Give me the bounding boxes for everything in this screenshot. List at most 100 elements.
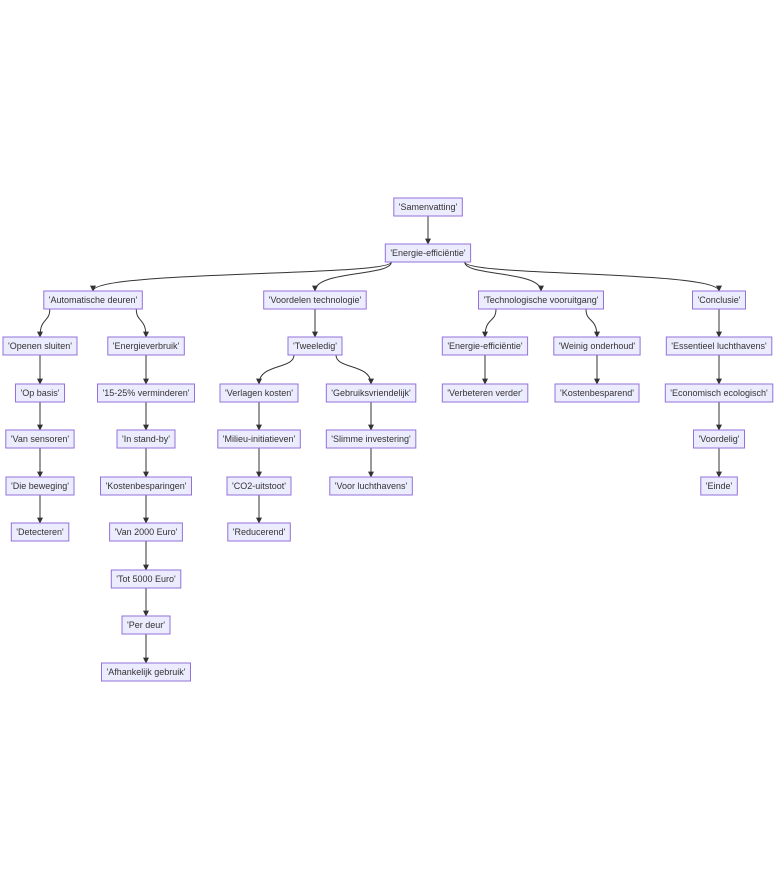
edge-energie-to-autodeuren <box>90 261 392 292</box>
edge-tweeledig-to-gebruiks <box>335 354 374 385</box>
node-van2000: 'Van 2000 Euro' <box>109 522 183 542</box>
edge-energie-to-techvoor <box>464 261 544 292</box>
node-label: 'Energieverbruik' <box>113 341 180 351</box>
node-box <box>325 429 417 449</box>
node-label: 'Milieu-initiatieven' <box>223 434 296 444</box>
node-label: 'Van 2000 Euro' <box>115 527 178 537</box>
node-milieu: 'Milieu-initiatieven' <box>217 429 301 449</box>
node-energieverbruik: 'Energieverbruik' <box>107 336 185 356</box>
node-label: 'Op basis' <box>21 388 60 398</box>
node-label: 'Reducerend' <box>233 527 286 537</box>
node-label: 'Verlagen kosten' <box>225 388 293 398</box>
node-beweging: 'Die beweging' <box>5 476 75 496</box>
node-box <box>2 336 78 356</box>
node-box <box>263 290 367 310</box>
node-label: 'Technologische vooruitgang' <box>483 295 598 305</box>
node-label: 'Samenvatting' <box>399 202 458 212</box>
node-box <box>329 476 413 496</box>
node-box <box>107 336 185 356</box>
node-box <box>226 476 292 496</box>
node-economisch: 'Economisch ecologisch' <box>664 383 774 403</box>
node-voordelig: 'Voordelig' <box>693 429 745 449</box>
node-sensoren: 'Van sensoren' <box>5 429 75 449</box>
node-box <box>5 429 75 449</box>
node-box <box>227 522 291 542</box>
node-verbeteren: 'Verbeteren verder' <box>441 383 529 403</box>
node-box <box>100 476 192 496</box>
node-label: 'Automatische deuren' <box>49 295 138 305</box>
node-box <box>393 197 463 217</box>
node-label: 'Afhankelijk gebruik' <box>107 667 186 677</box>
node-label: 'Die beweging' <box>11 481 69 491</box>
node-box <box>110 569 182 589</box>
node-box <box>287 336 343 356</box>
edges-layer <box>37 216 722 664</box>
node-label: 'Kostenbesparend' <box>560 388 634 398</box>
node-box <box>97 383 195 403</box>
node-conclusie: 'Conclusie' <box>692 290 746 310</box>
node-voordelen: 'Voordelen technologie' <box>263 290 367 310</box>
node-box <box>121 615 171 635</box>
node-box <box>441 336 529 356</box>
node-samenvatting: 'Samenvatting' <box>393 197 463 217</box>
node-box <box>478 290 604 310</box>
node-voorlucht: 'Voor luchthavens' <box>329 476 413 496</box>
node-verlagen: 'Verlagen kosten' <box>219 383 299 403</box>
node-label: 'Voordelen technologie' <box>269 295 362 305</box>
node-label: 'In stand-by' <box>122 434 170 444</box>
node-label: 'Voor luchthavens' <box>335 481 408 491</box>
node-energie: 'Energie-efficiëntie' <box>384 243 472 263</box>
edge-techvoor-to-energie2 <box>482 308 497 338</box>
node-label: 'Tot 5000 Euro' <box>116 574 176 584</box>
node-box <box>43 290 143 310</box>
node-box <box>665 336 773 356</box>
node-energie2: 'Energie-efficiëntie' <box>441 336 529 356</box>
node-label: 'Gebruiksvriendelijk' <box>331 388 411 398</box>
node-opbasis: 'Op basis' <box>15 383 65 403</box>
node-openen: 'Openen sluiten' <box>2 336 78 356</box>
node-label: 'Tweeledig' <box>293 341 337 351</box>
node-label: 'Conclusie' <box>698 295 741 305</box>
node-box <box>693 429 745 449</box>
node-box <box>10 522 70 542</box>
node-label: 'Verbeteren verder' <box>447 388 523 398</box>
node-box <box>5 476 75 496</box>
node-gebruiks: 'Gebruiksvriendelijk' <box>325 383 417 403</box>
node-label: 'Essentieel luchthavens' <box>671 341 767 351</box>
node-box <box>101 662 191 682</box>
node-perdeur: 'Per deur' <box>121 615 171 635</box>
node-detecteren: 'Detecteren' <box>10 522 70 542</box>
node-slimme: 'Slimme investering' <box>325 429 417 449</box>
node-label: 'Detecteren' <box>16 527 64 537</box>
node-afhankelijk: 'Afhankelijk gebruik' <box>101 662 191 682</box>
node-label: 'Kostenbesparingen' <box>106 481 187 491</box>
node-label: 'Openen sluiten' <box>8 341 72 351</box>
node-weinig: 'Weinig onderhoud' <box>553 336 641 356</box>
node-label: 'Voordelig' <box>699 434 740 444</box>
edge-tweeledig-to-verlagen <box>256 354 295 385</box>
node-label: '15-25% verminderen' <box>103 388 190 398</box>
node-reducerend: 'Reducerend' <box>227 522 291 542</box>
node-tweeledig: 'Tweeledig' <box>287 336 343 356</box>
nodes-layer: 'Samenvatting' 'Energie-efficiëntie' 'Auto… <box>2 197 774 682</box>
node-box <box>15 383 65 403</box>
edge-energie-to-conclusie <box>464 261 722 292</box>
edge-autodeuren-to-energieverbruik <box>135 308 149 338</box>
node-box <box>554 383 640 403</box>
node-box <box>109 522 183 542</box>
node-tot5000: 'Tot 5000 Euro' <box>110 569 182 589</box>
node-kostenbesparingen: 'Kostenbesparingen' <box>100 476 192 496</box>
node-autodeuren: 'Automatische deuren' <box>43 290 143 310</box>
node-einde: 'Einde' <box>700 476 738 496</box>
node-box <box>325 383 417 403</box>
edge-techvoor-to-weinig <box>585 308 600 338</box>
node-box <box>116 429 176 449</box>
node-box <box>384 243 472 263</box>
node-label: 'Energie-efficiëntie' <box>447 341 523 351</box>
node-box <box>664 383 774 403</box>
node-co2: 'CO2-uitstoot' <box>226 476 292 496</box>
node-box <box>441 383 529 403</box>
node-label: 'Einde' <box>706 481 733 491</box>
node-label: 'Weinig onderhoud' <box>559 341 636 351</box>
